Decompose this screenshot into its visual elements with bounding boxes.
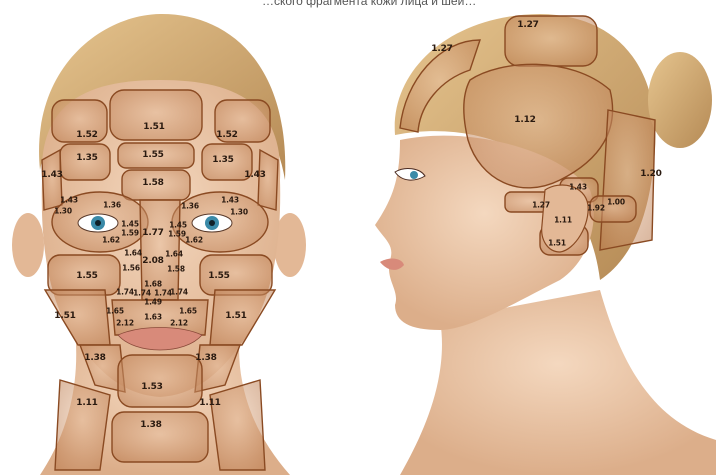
zone-label-upper-lid-right: 1.36 xyxy=(181,202,199,211)
zone-label-nostril-left: 1.74 xyxy=(116,288,134,297)
zone-label-forehead-left: 1.52 xyxy=(76,130,97,140)
zone-label-ear-front: 1.27 xyxy=(532,201,550,210)
zone-label-chin: 1.53 xyxy=(141,382,162,392)
zone-label-lower-cheek-right: 1.51 xyxy=(225,311,246,321)
zone-label-lip-corner-right: 2.12 xyxy=(170,319,188,328)
zone-label-nostril-right: 1.74 xyxy=(170,288,188,297)
zone-label-temple-right: 1.43 xyxy=(244,170,265,180)
zone-label-temple-inner-right: 1.35 xyxy=(212,155,233,165)
zone-label-upper-lid-left: 1.36 xyxy=(103,201,121,210)
zone-label-inner-eye-left: 1.45 xyxy=(121,220,139,229)
zone-label-nose-tip: 1.68 xyxy=(144,280,162,289)
zone-label-temple-inner-left: 1.35 xyxy=(76,153,97,163)
front-head xyxy=(12,14,306,475)
zone-label-jaw-left: 1.38 xyxy=(84,353,105,363)
zone-label-nose-lower-left: 1.56 xyxy=(122,264,140,273)
zone-label-nose-bridge: 1.77 xyxy=(142,228,163,238)
zone-label-ear-concha: 1.11 xyxy=(554,216,572,225)
zone-label-nose-mid: 2.08 xyxy=(142,256,163,266)
zone-label-upper-lip: 1.63 xyxy=(144,313,162,322)
zone-label-inner-eye-right-2: 1.59 xyxy=(168,230,186,239)
zone-label-glabella: 1.58 xyxy=(142,178,163,188)
zone-label-nose-lower-right: 1.58 xyxy=(167,265,185,274)
zone-label-under-eye-left: 1.62 xyxy=(102,236,120,245)
zone-label-outer-eye-right-2: 1.30 xyxy=(230,208,248,217)
zone-label-nape: 1.20 xyxy=(640,169,661,179)
front-ear-left xyxy=(12,213,44,277)
zone-label-nostril-inner-left: 1.74 xyxy=(133,289,151,298)
zone-label-cheek-right: 1.55 xyxy=(208,271,229,281)
zone-label-neck-right: 1.11 xyxy=(199,398,220,408)
zone-label-nostril-inner-right: 1.74 xyxy=(154,289,172,298)
zone-label-crown: 1.27 xyxy=(517,20,538,30)
zone-label-nasolabial-right: 1.65 xyxy=(179,307,197,316)
zone-label-scalp-side: 1.12 xyxy=(514,115,535,125)
zone-label-columella: 1.49 xyxy=(144,298,162,307)
zone-label-under-eye-right: 1.62 xyxy=(185,236,203,245)
zone-label-front-hairline: 1.27 xyxy=(431,44,452,54)
zone-label-neck-left: 1.11 xyxy=(76,398,97,408)
zone-label-ear-top: 1.43 xyxy=(569,183,587,192)
zone-label-outer-eye-left: 1.43 xyxy=(60,196,78,205)
zone-label-lower-cheek-left: 1.51 xyxy=(54,311,75,321)
zone-label-inner-eye-right: 1.45 xyxy=(169,221,187,230)
zone-label-earlobe: 1.51 xyxy=(548,239,566,248)
zone-label-outer-eye-right: 1.43 xyxy=(221,196,239,205)
zone-label-lip-corner-left: 2.12 xyxy=(116,319,134,328)
zone-label-neck-center: 1.38 xyxy=(140,420,161,430)
zone-label-cheek-left: 1.55 xyxy=(76,271,97,281)
zone-label-forehead-center: 1.51 xyxy=(143,122,164,132)
zone-label-temple-left: 1.43 xyxy=(41,170,62,180)
zone-label-inner-eye-left-2: 1.59 xyxy=(121,229,139,238)
zone-label-outer-eye-left-2: 1.30 xyxy=(54,207,72,216)
zone-label-forehead-right: 1.52 xyxy=(216,130,237,140)
zone-label-brow-center: 1.55 xyxy=(142,150,163,160)
zone-label-ear-back: 1.92 xyxy=(587,204,605,213)
zone-label-nose-side-right: 1.64 xyxy=(165,250,183,259)
zone-label-nose-side-left: 1.64 xyxy=(124,249,142,258)
zone-label-nasolabial-left: 1.65 xyxy=(106,307,124,316)
side-bun xyxy=(648,52,712,148)
side-head xyxy=(375,14,716,475)
zone-label-jaw-right: 1.38 xyxy=(195,353,216,363)
zone-label-behind-ear: 1.00 xyxy=(607,198,625,207)
